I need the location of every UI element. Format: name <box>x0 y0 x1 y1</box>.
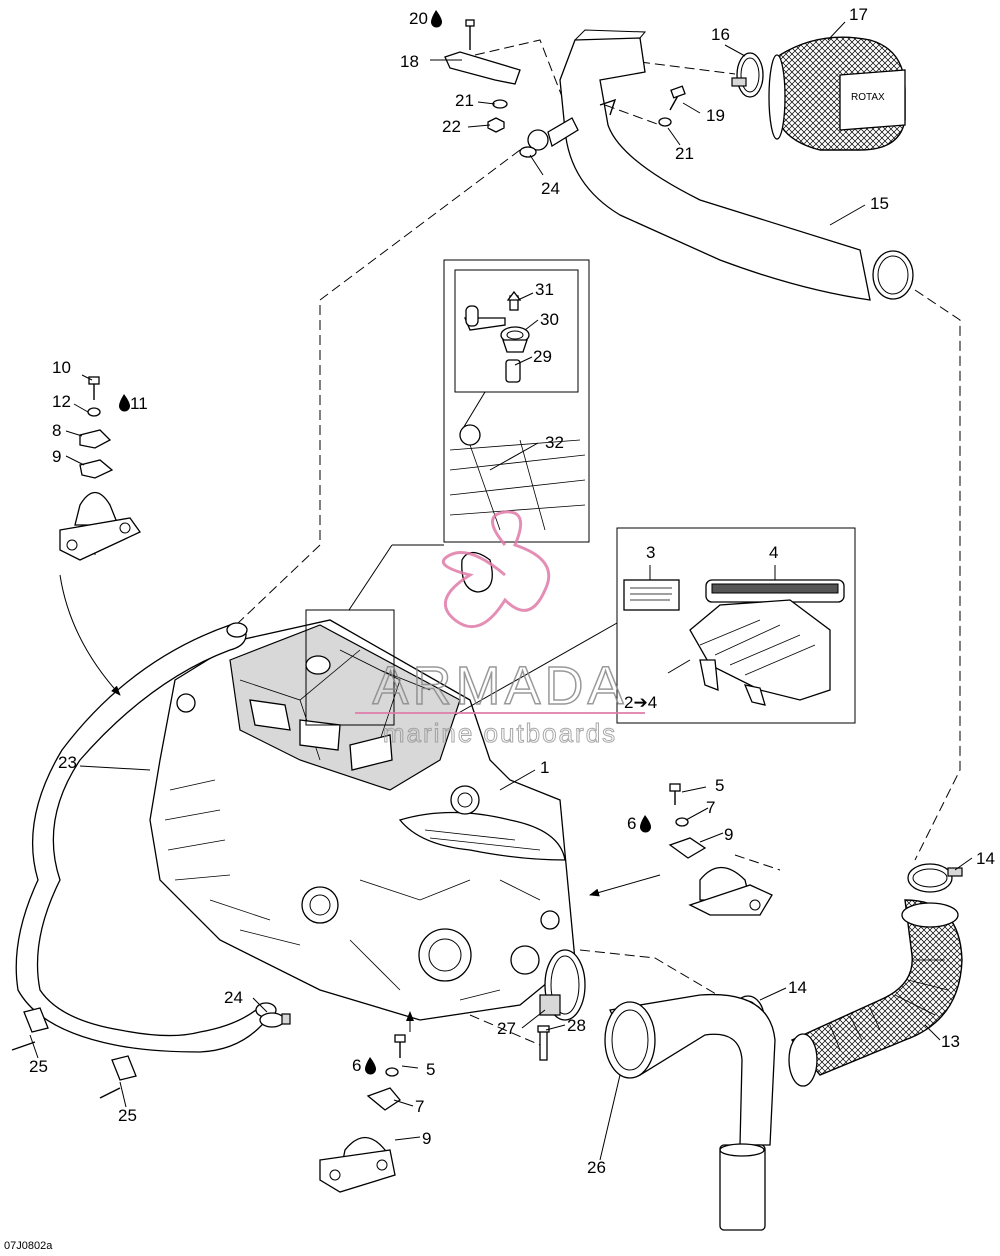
callout-17: 17 <box>849 5 868 24</box>
callout-26: 26 <box>587 1158 606 1177</box>
intake-tube <box>559 29 914 301</box>
clamp-14-upper <box>907 863 963 893</box>
callout-27: 27 <box>497 1019 516 1038</box>
callout-14-lower: 14 <box>788 978 807 997</box>
outlet-pipe-26 <box>604 993 776 1231</box>
filter-brand-text: ROTAX <box>851 92 885 103</box>
air-filter: ROTAX <box>768 36 906 151</box>
watermark-brand: ARMADA <box>372 656 627 716</box>
clamp-27 <box>539 949 586 1021</box>
callout-14-upper: 14 <box>976 849 995 868</box>
callout-7-right: 7 <box>706 798 715 817</box>
callout-8: 8 <box>52 421 61 440</box>
hose-brackets-25 <box>11 1007 137 1099</box>
callout-28: 28 <box>567 1016 586 1035</box>
callout-11: 11 <box>130 394 148 413</box>
leader-lines <box>29 21 973 1161</box>
engine-assembly <box>149 619 576 1021</box>
callout-6-bottom: 6 <box>352 1056 361 1075</box>
callout-16: 16 <box>711 25 730 44</box>
watermark-tagline: marine outboards <box>383 718 617 748</box>
callout-5-right: 5 <box>715 776 724 795</box>
callout-32: 32 <box>545 433 564 452</box>
callout-10: 10 <box>52 358 71 377</box>
engine-mount-left <box>59 376 141 561</box>
callout-18: 18 <box>400 52 419 71</box>
stud-28 <box>537 1025 550 1061</box>
callout-19: 19 <box>706 106 725 125</box>
drop-icon <box>119 394 130 412</box>
callout-20: 20 <box>409 9 428 28</box>
callout-7-bottom: 7 <box>415 1097 424 1116</box>
callout-12: 12 <box>52 392 71 411</box>
callout-2-to-4: 2➔4 <box>624 693 657 712</box>
direction-arrows <box>59 574 661 1032</box>
inset-sensor-detail <box>443 259 590 593</box>
callout-29: 29 <box>533 347 552 366</box>
callout-21-left: 21 <box>455 91 474 110</box>
callout-9-bottom: 9 <box>422 1129 431 1148</box>
callout-4: 4 <box>769 543 778 562</box>
callout-31: 31 <box>535 280 554 299</box>
callout-30: 30 <box>540 310 559 329</box>
thread-locker-icons <box>119 10 651 1075</box>
clamp-24-lower <box>259 1012 291 1028</box>
engine-mount-right <box>668 783 773 916</box>
engine-mount-bottom <box>319 1034 406 1193</box>
drop-icon <box>365 1057 377 1075</box>
elbow-hose-13 <box>788 899 963 1087</box>
bracket-hardware <box>444 19 686 158</box>
callout-labels: 1 3 4 2➔4 5 5 6 6 7 7 8 9 9 9 10 11 12 1… <box>29 5 995 1177</box>
callout-25-left: 25 <box>29 1057 48 1076</box>
callout-25-right: 25 <box>118 1106 137 1125</box>
callout-23: 23 <box>58 753 77 772</box>
watermark: ARMADA marine outboards <box>355 510 645 749</box>
callout-22: 22 <box>442 117 461 136</box>
inset-engine-cover <box>616 527 856 724</box>
callout-9-left: 9 <box>52 447 61 466</box>
callout-21-right: 21 <box>675 144 694 163</box>
callout-15: 15 <box>870 194 889 213</box>
drop-icon <box>640 815 651 833</box>
callout-24-lower: 24 <box>224 988 243 1007</box>
callout-5-bottom: 5 <box>426 1060 435 1079</box>
clamp-16 <box>731 52 764 98</box>
callout-9-right: 9 <box>724 825 733 844</box>
callout-24-upper: 24 <box>541 179 560 198</box>
callout-3: 3 <box>646 543 655 562</box>
leader-frames <box>305 544 618 726</box>
callout-13: 13 <box>941 1032 960 1051</box>
callout-1: 1 <box>540 758 549 777</box>
callout-6-right: 6 <box>627 814 636 833</box>
drop-icon <box>431 10 443 28</box>
figure-code: 07J0802a <box>4 1240 53 1252</box>
